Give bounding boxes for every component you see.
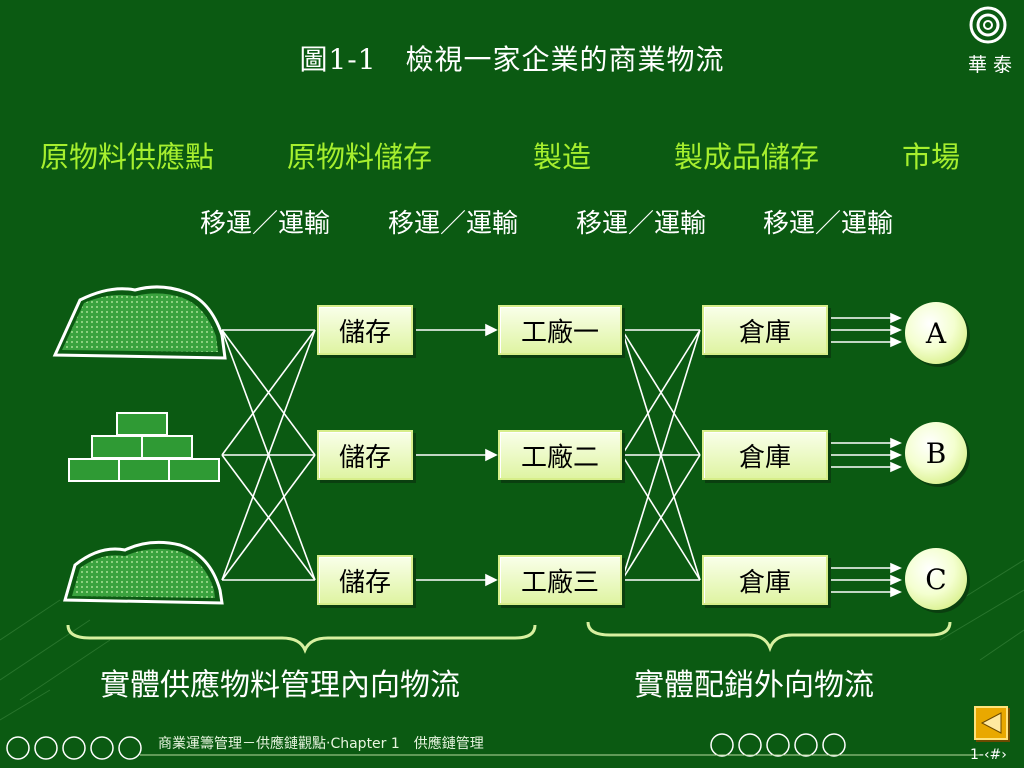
factory-node: 工廠二 bbox=[498, 430, 622, 480]
stage-raw-storage: 原物料儲存 bbox=[287, 140, 433, 174]
factory-node: 工廠一 bbox=[498, 305, 622, 355]
previous-slide-button[interactable] bbox=[974, 706, 1008, 740]
transport-label-3: 移運／運輸 bbox=[576, 209, 707, 239]
factory-node: 工廠三 bbox=[498, 555, 622, 605]
stage-manufacturing: 製造 bbox=[533, 140, 592, 174]
footer-circles-right-icon bbox=[710, 733, 846, 757]
outbound-caption: 實體配銷外向物流 bbox=[634, 668, 874, 703]
stage-raw-supply: 原物料供應點 bbox=[40, 140, 215, 174]
transport-label-2: 移運／運輸 bbox=[388, 209, 519, 239]
slide-title: 圖1-1 檢視一家企業的商業物流 bbox=[299, 43, 725, 76]
warehouse-node: 倉庫 bbox=[702, 555, 828, 605]
publisher-logo-text: 華 泰 bbox=[967, 54, 1013, 76]
raw-material-pile-top-icon bbox=[52, 285, 227, 360]
inbound-brace bbox=[66, 624, 537, 654]
market-node-c: C bbox=[905, 548, 967, 610]
footer-circles-left-icon bbox=[6, 736, 142, 760]
storage-node: 儲存 bbox=[317, 305, 413, 355]
outbound-brace bbox=[586, 621, 952, 653]
storage-node: 儲存 bbox=[317, 555, 413, 605]
stage-market: 市場 bbox=[902, 140, 961, 174]
inbound-caption: 實體供應物料管理內向物流 bbox=[100, 668, 460, 703]
warehouse-node: 倉庫 bbox=[702, 305, 828, 355]
footer-course-text: 商業運籌管理－供應鏈觀點‧Chapter 1 供應鏈管理 bbox=[158, 736, 484, 752]
raw-material-bricks-icon bbox=[68, 412, 220, 482]
transport-label-1: 移運／運輸 bbox=[200, 209, 331, 239]
market-node-b: B bbox=[905, 422, 967, 484]
stage-finished-storage: 製成品儲存 bbox=[674, 140, 820, 174]
warehouse-node: 倉庫 bbox=[702, 430, 828, 480]
market-node-a: A bbox=[905, 302, 967, 364]
raw-material-pile-bottom-icon bbox=[63, 540, 224, 605]
page-number: 1-‹#› bbox=[970, 747, 1007, 763]
transport-label-4: 移運／運輸 bbox=[763, 209, 894, 239]
publisher-logo-icon bbox=[969, 6, 1007, 44]
storage-node: 儲存 bbox=[317, 430, 413, 480]
triangle-left-icon bbox=[980, 712, 1002, 734]
